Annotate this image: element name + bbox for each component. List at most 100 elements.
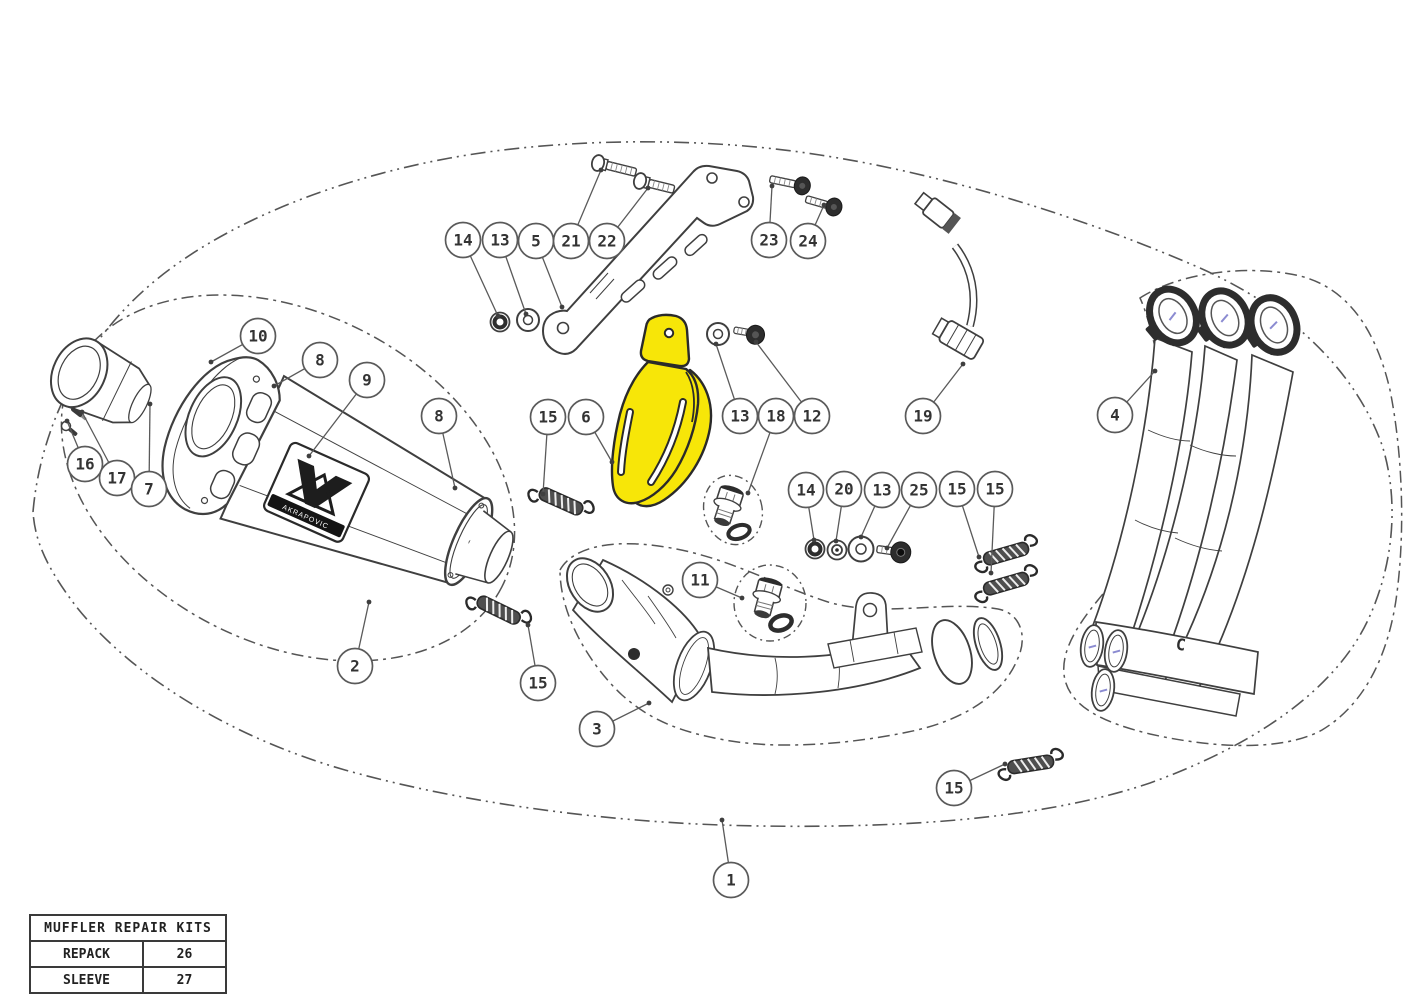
callout-25[interactable]: 25 [884, 471, 938, 551]
washer-14-mid [804, 538, 826, 560]
callout-22[interactable]: 22 [588, 185, 651, 260]
kit-number: 27 [142, 966, 227, 994]
svg-text:16: 16 [75, 455, 94, 474]
fitting-11 [733, 564, 807, 642]
svg-text:22: 22 [597, 232, 616, 251]
svg-text:13: 13 [730, 407, 749, 426]
svg-text:21: 21 [561, 232, 580, 251]
svg-text:23: 23 [759, 231, 778, 250]
callout-5[interactable]: 5 [517, 222, 565, 310]
svg-text:14: 14 [453, 231, 472, 250]
screw-22 [632, 172, 676, 194]
outer-boundary [32, 141, 1393, 828]
callout-4[interactable]: 4 [1096, 368, 1158, 434]
callout-20[interactable]: 20 [825, 470, 863, 544]
svg-text:15: 15 [538, 408, 557, 427]
bolt-25 [876, 541, 912, 564]
callout-14[interactable]: 14 [787, 471, 825, 543]
svg-text:15: 15 [985, 480, 1004, 499]
svg-text:15: 15 [944, 779, 963, 798]
callout-15[interactable]: 15 [935, 761, 1008, 807]
callout-21[interactable]: 21 [552, 167, 604, 260]
sensor-cable-19 [913, 191, 985, 360]
svg-text:25: 25 [909, 481, 928, 500]
callout-15[interactable]: 15 [529, 398, 567, 497]
screw-21 [590, 154, 638, 177]
muffler-assembly: AKRAPOVIC [50, 294, 598, 662]
washer-20 [826, 539, 848, 561]
kit-name: REPACK [29, 940, 144, 968]
svg-text:13: 13 [490, 231, 509, 250]
svg-text:24: 24 [798, 232, 817, 251]
sensor-boss [628, 648, 640, 660]
callout-3[interactable]: 3 [578, 700, 652, 748]
callout-24[interactable]: 24 [789, 202, 827, 260]
svg-text:3: 3 [592, 720, 602, 739]
spring-15-c [969, 532, 1043, 576]
hardware-row [804, 535, 912, 564]
svg-text:5: 5 [531, 232, 541, 251]
kit-number: 26 [142, 940, 227, 968]
washer-13-row [847, 535, 875, 563]
callout-1[interactable]: 1 [712, 817, 750, 899]
callout-13[interactable]: 13 [481, 221, 529, 317]
callout-18[interactable]: 18 [745, 397, 795, 496]
callout-6[interactable]: 6 [567, 398, 615, 465]
svg-text:15: 15 [947, 480, 966, 499]
callout-15[interactable]: 15 [938, 470, 982, 560]
washer-13-mid [706, 322, 730, 346]
svg-text:7: 7 [144, 480, 154, 499]
callout-7[interactable]: 7 [130, 401, 168, 508]
exhaust-tip [50, 337, 152, 424]
screw-24 [804, 195, 843, 217]
callout-13[interactable]: 13 [858, 471, 901, 540]
svg-text:13: 13 [872, 481, 891, 500]
svg-text:18: 18 [766, 407, 785, 426]
svg-text:1: 1 [726, 871, 736, 890]
svg-text:20: 20 [834, 480, 853, 499]
svg-text:11: 11 [690, 571, 709, 590]
kits-table-row-repack: REPACK 26 [29, 940, 227, 968]
spring-15-d [969, 562, 1043, 606]
callout-13[interactable]: 13 [713, 341, 759, 435]
svg-text:17: 17 [107, 469, 126, 488]
callout-10[interactable]: 10 [208, 317, 277, 365]
svg-text:2: 2 [350, 657, 360, 676]
callout-16[interactable]: 16 [64, 418, 104, 483]
svg-text:19: 19 [913, 407, 932, 426]
kits-table-title: MUFFLER REPAIR KITS [29, 914, 227, 942]
callout-11[interactable]: 11 [681, 561, 745, 601]
callout-2[interactable]: 2 [336, 599, 374, 685]
callout-14[interactable]: 14 [444, 221, 501, 319]
svg-text:8: 8 [315, 351, 325, 370]
kits-table-row-sleeve: SLEEVE 27 [29, 966, 227, 994]
svg-text:9: 9 [362, 371, 372, 390]
callout-19[interactable]: 19 [904, 361, 966, 435]
kit-name: SLEEVE [29, 966, 144, 994]
callout-8[interactable]: 8 [271, 341, 339, 389]
svg-text:15: 15 [528, 674, 547, 693]
header-pipes-assembly: C [1063, 269, 1403, 747]
callout-15[interactable]: 15 [519, 622, 557, 702]
muffler: AKRAPOVIC [161, 356, 514, 587]
svg-text:10: 10 [248, 327, 267, 346]
spring-15-a [524, 476, 598, 527]
callout-8[interactable]: 8 [420, 397, 458, 491]
screw-16 [60, 420, 78, 436]
callout-15[interactable]: 15 [976, 470, 1014, 576]
collector-mark: C [1175, 634, 1187, 654]
callout-9[interactable]: 9 [306, 361, 386, 459]
muffler-repair-kits-table: MUFFLER REPAIR KITS REPACK 26 SLEEVE 27 [29, 914, 227, 994]
bolt-12 [733, 324, 766, 345]
callout-12[interactable]: 12 [753, 339, 831, 435]
link-pipe-outline [559, 542, 1023, 746]
callout-23[interactable]: 23 [750, 183, 788, 259]
washer-13-top [516, 308, 540, 332]
mounting-bracket-assembly [489, 154, 843, 355]
carbon-clamp-part-6[interactable] [610, 313, 713, 508]
svg-text:14: 14 [796, 481, 815, 500]
svg-text:12: 12 [802, 407, 821, 426]
